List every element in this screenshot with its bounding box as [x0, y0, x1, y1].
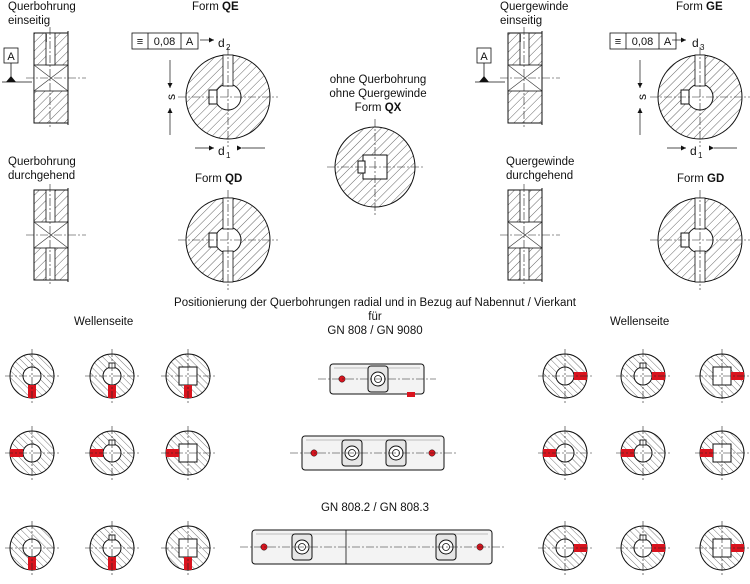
shaft-cross-hole-top-tl [45, 32, 56, 66]
datum-left-label: A [7, 51, 15, 63]
label-positionierung-title: Positionierung der Querbohrungen radial … [174, 297, 576, 337]
label-querbohrung-einseitig: Querbohrung einseitig [8, 1, 76, 27]
dim-d1-right-arrow-b-head [709, 145, 714, 151]
dim-l-right: l [519, 33, 521, 45]
label-model-2: GN 808.2 / GN 808.3 [320, 502, 430, 514]
tolerance-right-symbol: ≡ [615, 36, 621, 48]
label-quergewinde-durchgehend: Quergewinde durchgehend [506, 156, 575, 182]
dim-d2-sub: 2 [226, 43, 231, 52]
dim-d1-right-arrow-a-head [681, 145, 686, 151]
shaft-cross-hole-top-br [519, 189, 530, 223]
dim-s-right-arrow-a-head [637, 83, 643, 88]
tolerance-left-datum: A [186, 36, 194, 48]
dim-d3-letter: d [692, 36, 699, 50]
label-form-qd: Form QD [195, 173, 243, 185]
label-wellenseite-left: Wellenseite [74, 316, 134, 328]
bottom-section-drawings [5, 349, 749, 575]
dim-s-left-arrow-b-head [167, 108, 173, 113]
dim-d1-sub-left: 1 [226, 151, 231, 160]
dim-d1-left-arrow-b-head [237, 145, 242, 151]
dim-d3-arrow-head [681, 37, 686, 43]
tolerance-left-frame [131, 32, 199, 50]
cross-hole-marker-j1b [407, 392, 415, 397]
tolerance-right-frame [609, 32, 677, 50]
dim-s-left-arrow-a-head [167, 83, 173, 88]
dim-s-right: s [635, 94, 649, 100]
tolerance-left-symbol: ≡ [137, 36, 143, 48]
shaft-cross-hole-bottom-bl [45, 247, 56, 281]
tolerance-left-value: 0,08 [154, 36, 175, 48]
dim-d1-letter-right: d [690, 144, 697, 158]
label-form-qx: ohne Querbohrung ohne Quergewinde Form Q… [329, 74, 427, 114]
label-form-qe: Form QE [192, 1, 239, 13]
dim-d1-sub-right: 1 [698, 151, 703, 160]
label-form-gd: Form GD [677, 173, 725, 185]
label-quergewinde-einseitig: Quergewinde einseitig [500, 1, 569, 27]
dim-d1-letter-left: d [218, 144, 225, 158]
tolerance-right-value: 0,08 [632, 36, 653, 48]
shaft-cross-hole-bottom-br [519, 247, 530, 281]
dim-l-left: l [45, 33, 47, 45]
datum-left-triangle [6, 76, 16, 82]
datum-right-triangle [479, 76, 489, 82]
dim-s-right-arrow-b-head [637, 108, 643, 113]
label-querbohrung-durchgehend: Querbohrung durchgehend [8, 156, 76, 182]
dim-d2-arrow-head [209, 37, 214, 43]
dim-d2-letter: d [218, 36, 225, 50]
tolerance-right-datum: A [664, 36, 672, 48]
shaft-cross-hole-top-bl [45, 189, 56, 223]
label-form-ge: Form GE [676, 1, 723, 13]
shaft-cross-hole-top-tr [519, 32, 530, 66]
dim-s-left: s [164, 94, 178, 100]
dim-d1-left-arrow-a-head [209, 145, 214, 151]
label-wellenseite-right: Wellenseite [610, 316, 670, 328]
dim-d3-sub: 3 [700, 43, 705, 52]
datum-right-label: A [480, 51, 488, 63]
